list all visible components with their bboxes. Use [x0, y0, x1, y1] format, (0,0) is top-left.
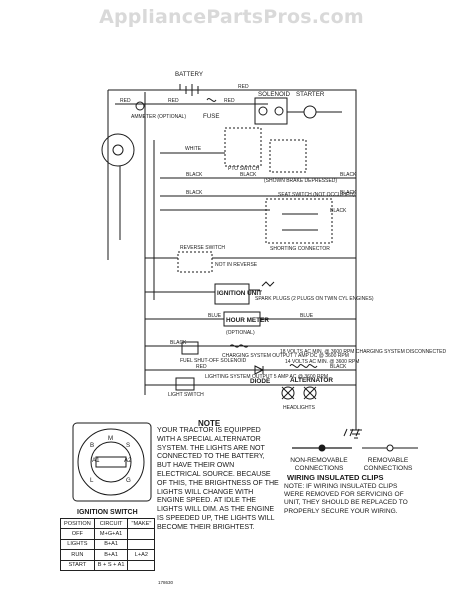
wire-color-label: BLACK [340, 172, 357, 178]
ammeter-label: AMMETER (OPTIONAL) [131, 114, 186, 120]
charging-output-label: CHARGING SYSTEM OUTPUT 7 AMP DC @ 3600 R… [222, 353, 349, 359]
wire-color-label: BLUE [300, 313, 314, 319]
ignition-switch-housing [72, 422, 152, 502]
lighting-output-label: LIGHTING SYSTEM OUTPUT 5 AMP AC @ 3600 R… [205, 374, 328, 380]
table-cell: B+A1 [93, 538, 129, 551]
part-number: 178630 [158, 580, 174, 585]
wire-color-label: BLACK [186, 172, 203, 178]
note-title: NOTE [198, 419, 221, 428]
table-row: RUN B+A1 L+A2 [60, 549, 156, 561]
table-header: POSITION [60, 517, 95, 530]
seat-switch-label: SEAT SWITCH (NOT OCCUPIED) [278, 192, 355, 198]
light-switch-label: LIGHT SWITCH [168, 392, 204, 398]
wire-color-label: BLACK [240, 172, 257, 178]
ignition-terminal-label: M [108, 435, 113, 442]
wire-color-label: BLACK [340, 190, 357, 196]
removable-legend: REMOVABLE CONNECTIONS [363, 457, 413, 472]
not-in-reverse-label: NOT IN REVERSE [215, 262, 258, 268]
table-row: OFF M+G+A1 [60, 528, 156, 540]
headlight-1 [281, 386, 295, 400]
solenoid-label: SOLENOID [258, 91, 291, 98]
clips-note: NOTE: IF WIRING INSULATED CLIPS WERE REM… [284, 483, 408, 515]
watermark: AppliancePartsPros.com [99, 6, 364, 28]
table-cell: RUN [60, 549, 95, 561]
brake-switch-label: (SHOWN BRAKE DEPRESSED) [264, 178, 337, 184]
ignition-terminal-label: S [126, 442, 130, 449]
wire-color-label: WHITE [185, 146, 202, 152]
table-row: START B + S + A1 [60, 559, 156, 571]
ignition-terminals: B S L G M A1 A2 [90, 435, 132, 484]
table-cell [127, 528, 156, 540]
charging-output-b-label: 18 VOLTS AC MIN. @ 3600 RPM CHARGING SYS… [280, 349, 447, 355]
note-body: YOUR TRACTOR IS EQUIPPED WITH A SPECIAL … [157, 426, 279, 531]
wire-labels: RED RED RED RED WHITE BLACK BLACK BLACK BLACK BLA… [120, 84, 357, 370]
wire-color-label: BLACK [170, 340, 187, 346]
table-cell: OFF [60, 528, 95, 540]
headlights-label: HEADLIGHTS [283, 405, 316, 411]
table-cell: START [60, 559, 95, 571]
table-header-row: POSITION CIRCUIT "MAKE" [60, 517, 156, 530]
non-removable-legend: NON-REMOVABLE CONNECTIONS [290, 457, 348, 472]
table-cell [127, 538, 156, 551]
ignition-unit-label: IGNITION UNIT [217, 290, 262, 297]
wire-color-label: BLUE [208, 313, 222, 319]
ignition-terminal-label: B [90, 442, 94, 449]
lighting-output-b-label: 14 VOLTS AC MIN. @ 3600 RPM [285, 359, 359, 365]
table-cell: M+G+A1 [93, 528, 129, 540]
table-row: LIGHTS B+A1 [60, 538, 156, 551]
ignition-terminal-label: A2 [124, 457, 132, 464]
table-cell [127, 559, 156, 571]
wire-color-label: BLACK [186, 190, 203, 196]
wire-color-label: RED [238, 84, 249, 90]
reverse-switch-label: REVERSE SWITCH [180, 245, 225, 251]
starter-label: STARTER [296, 91, 325, 98]
removable-marker [386, 444, 394, 452]
fuse-label: FUSE [203, 113, 220, 120]
wire-color-label: BLACK [330, 208, 347, 214]
ignition-switch-title: IGNITION SWITCH [77, 509, 138, 516]
clips-title: WIRING INSULATED CLIPS [287, 473, 384, 482]
table-header: CIRCUIT [93, 517, 129, 530]
diode-label: DIODE [250, 378, 271, 385]
pto-connector [101, 133, 135, 167]
headlight-2 [303, 386, 317, 400]
seat-switch-box [265, 198, 333, 244]
ignition-terminal-label: G [126, 477, 131, 484]
table-cell: L+A2 [127, 549, 156, 561]
reverse-switch-box [177, 251, 213, 273]
wire-color-label: RED [224, 98, 235, 104]
alternator-label: ALTERNATOR [290, 377, 333, 384]
wire-color-label: RED [196, 364, 207, 370]
table-cell: LIGHTS [60, 538, 95, 551]
wire-color-label: RED [120, 98, 131, 104]
fuel-solenoid-label: FUEL SHUT-OFF SOLENOID [180, 358, 247, 364]
starter-motor [303, 105, 317, 119]
ignition-unit-box [214, 283, 250, 305]
battery-label: BATTERY [175, 71, 203, 78]
ignition-terminal-label: L [90, 477, 94, 484]
table-cell: B + S + A1 [93, 559, 129, 571]
table-cell: B+A1 [93, 549, 129, 561]
hour-meter-optional: (OPTIONAL) [226, 330, 255, 336]
table-header: "MAKE" [127, 517, 156, 530]
spark-plugs-label: SPARK PLUGS (2 PLUGS ON TWIN CYL ENGINES… [255, 296, 374, 302]
ignition-terminal-label: A1 [92, 457, 100, 464]
solenoid-box [254, 97, 288, 125]
battery-symbol [179, 84, 199, 96]
shorting-connector-label: SHORTING CONNECTOR [270, 246, 330, 252]
alternator-coil [289, 364, 318, 368]
pto-switch-label: PTO SWITCH [228, 166, 260, 172]
ignition-switch-table: POSITION CIRCUIT "MAKE" OFF M+G+A1 LIGHT… [60, 517, 156, 571]
non-removable-marker [318, 444, 326, 452]
diode-symbol [254, 365, 265, 375]
hour-meter-label: HOUR METER [226, 317, 269, 324]
wire-color-label: RED [168, 98, 179, 104]
wire-color-label: BLACK [330, 364, 347, 370]
